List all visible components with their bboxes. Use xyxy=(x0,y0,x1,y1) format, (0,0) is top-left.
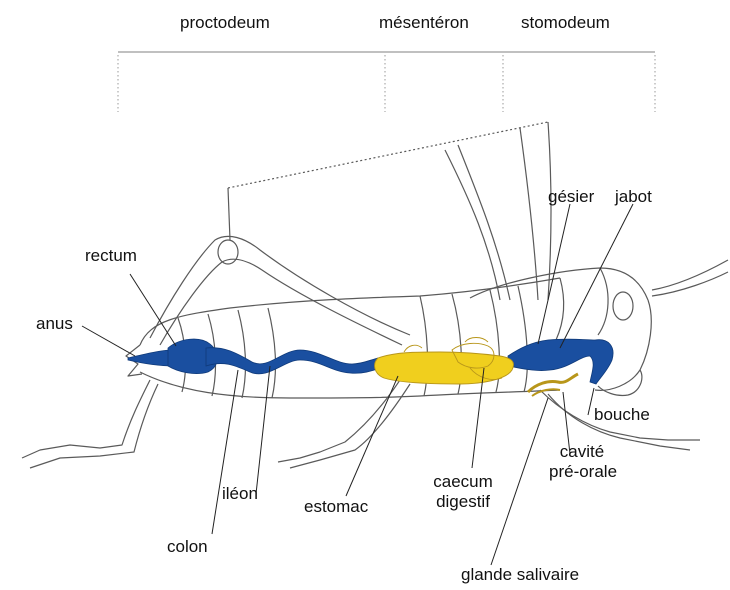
label-ileon: iléon xyxy=(222,484,258,504)
gut-foregut-hindgut xyxy=(128,339,613,384)
label-cavite-pre-orale: cavité pré-orale xyxy=(549,442,615,482)
wings xyxy=(228,122,551,300)
label-caecum-digestif: caecum digestif xyxy=(430,472,496,512)
label-colon: colon xyxy=(167,537,208,557)
label-estomac: estomac xyxy=(304,497,368,517)
label-cavite-line1: cavité xyxy=(549,442,615,462)
label-caecum-line2: digestif xyxy=(430,492,496,512)
label-glande-salivaire: glande salivaire xyxy=(461,565,579,585)
label-rectum: rectum xyxy=(85,246,137,266)
region-label-stomodeum: stomodeum xyxy=(521,13,610,33)
region-label-mesenteron: mésentéron xyxy=(379,13,469,33)
region-label-proctodeum: proctodeum xyxy=(180,13,270,33)
label-jabot: jabot xyxy=(615,187,652,207)
label-bouche: bouche xyxy=(594,405,650,425)
label-caecum-line1: caecum xyxy=(430,472,496,492)
region-header-lines xyxy=(118,52,655,112)
label-cavite-line2: pré-orale xyxy=(549,462,615,482)
label-gesier: gésier xyxy=(548,187,594,207)
label-anus: anus xyxy=(36,314,73,334)
